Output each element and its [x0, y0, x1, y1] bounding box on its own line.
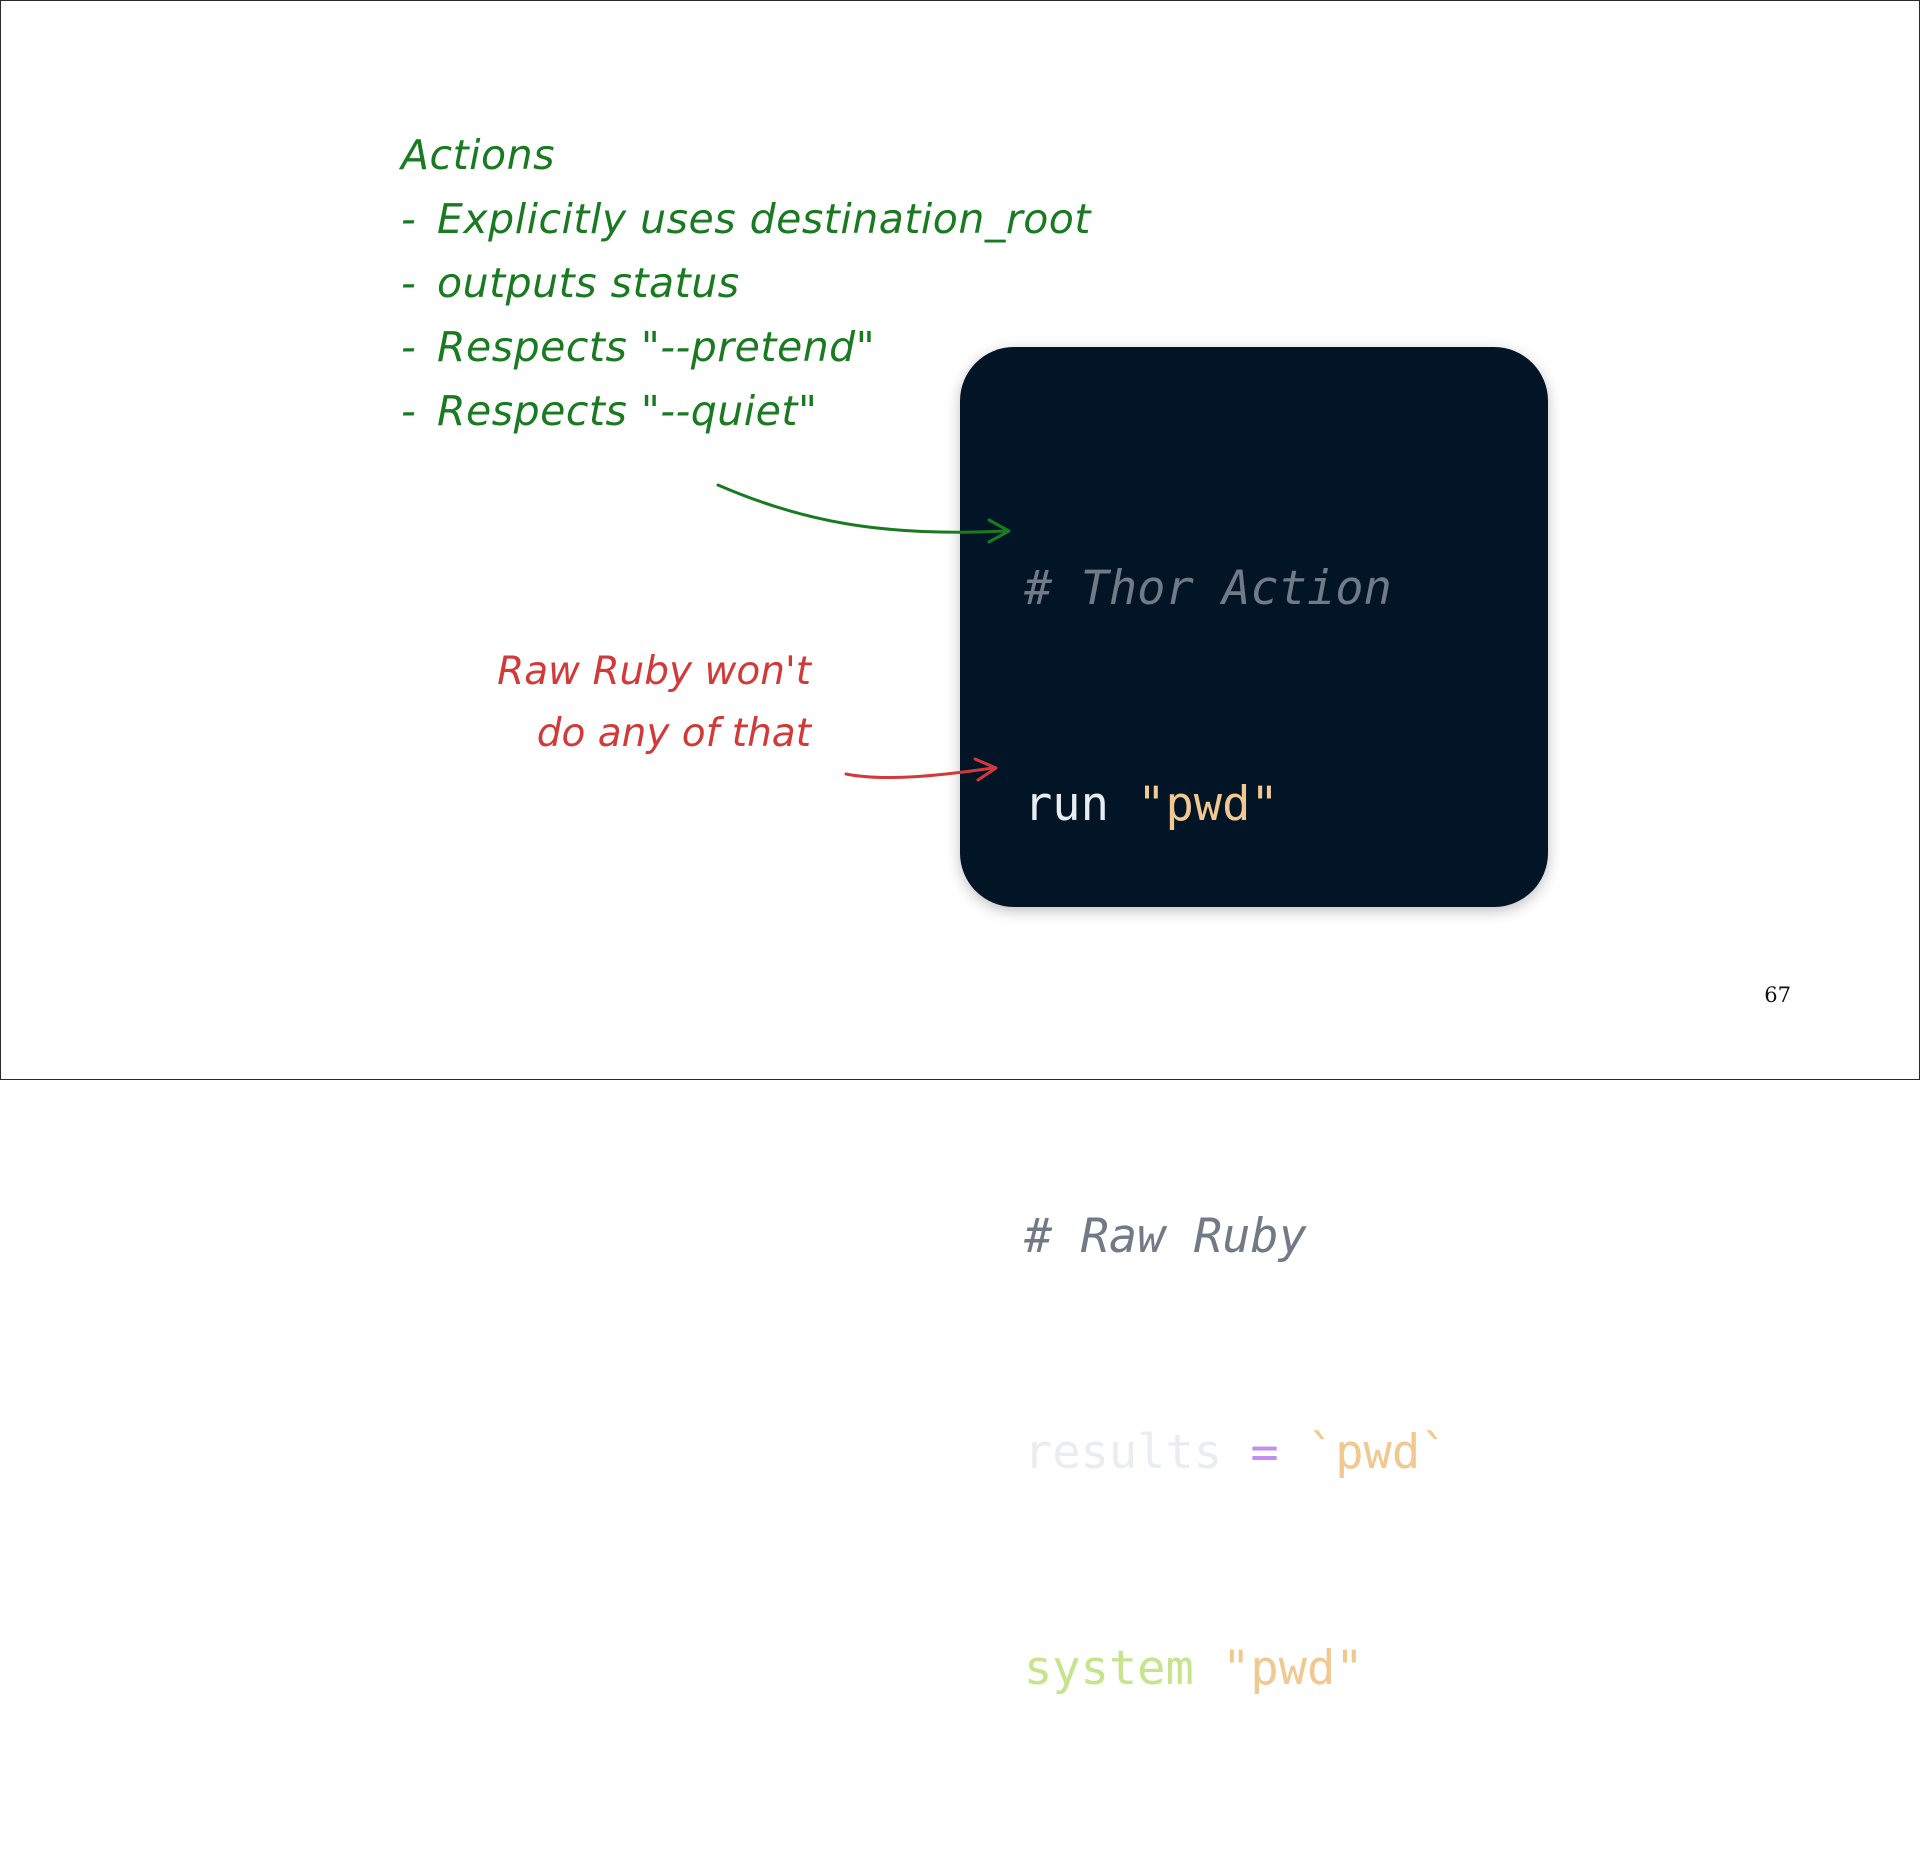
code-comment: # Thor Action	[1024, 561, 1392, 616]
raw-ruby-note: Raw Ruby won't do any of that	[461, 641, 811, 765]
notes-item-text: Explicitly uses destination_root	[437, 195, 1091, 243]
raw-ruby-note-line2: do any of that	[536, 711, 811, 756]
notes-dash: -	[401, 323, 417, 371]
code-operator: =	[1250, 1425, 1279, 1480]
code-variable: results	[1024, 1425, 1223, 1480]
code-string: "pwd"	[1137, 777, 1279, 832]
code-block: # Thor Action run "pwd" # Raw Ruby resul…	[960, 347, 1548, 1696]
code-line-run: run "pwd"	[1024, 769, 1448, 841]
notes-item: -Respects "--pretend"	[401, 315, 1091, 379]
notes-item: -outputs status	[401, 251, 1091, 315]
actions-notes: Actions -Explicitly uses destination_roo…	[401, 123, 1091, 443]
notes-item-text: Respects "--pretend"	[437, 323, 876, 371]
code-line-comment-thor: # Thor Action	[1024, 553, 1448, 625]
notes-title: Actions	[401, 131, 555, 179]
notes-dash: -	[401, 387, 417, 435]
notes-item-text: Respects "--quiet"	[437, 387, 818, 435]
code-backtick-string: `pwd`	[1306, 1425, 1449, 1480]
notes-dash: -	[401, 259, 417, 307]
code-system-keyword: system	[1024, 1641, 1194, 1696]
page-number: 67	[1764, 983, 1791, 1007]
notes-item-text: outputs status	[437, 259, 740, 307]
slide: Actions -Explicitly uses destination_roo…	[0, 0, 1920, 1696]
code-run-keyword: run	[1024, 777, 1109, 832]
code-line-results: results = `pwd`	[1024, 1417, 1448, 1489]
code-line-system: system "pwd"	[1024, 1633, 1448, 1705]
notes-dash: -	[401, 195, 417, 243]
raw-ruby-note-line1: Raw Ruby won't	[497, 649, 811, 694]
code-content: # Thor Action run "pwd" # Raw Ruby resul…	[1024, 409, 1448, 1849]
notes-item: -Explicitly uses destination_root	[401, 187, 1091, 251]
code-string: "pwd"	[1222, 1641, 1364, 1696]
code-blank-line	[1024, 985, 1448, 1057]
notes-item: -Respects "--quiet"	[401, 379, 1091, 443]
code-line-comment-raw: # Raw Ruby	[1024, 1201, 1448, 1273]
code-comment: # Raw Ruby	[1024, 1209, 1307, 1264]
